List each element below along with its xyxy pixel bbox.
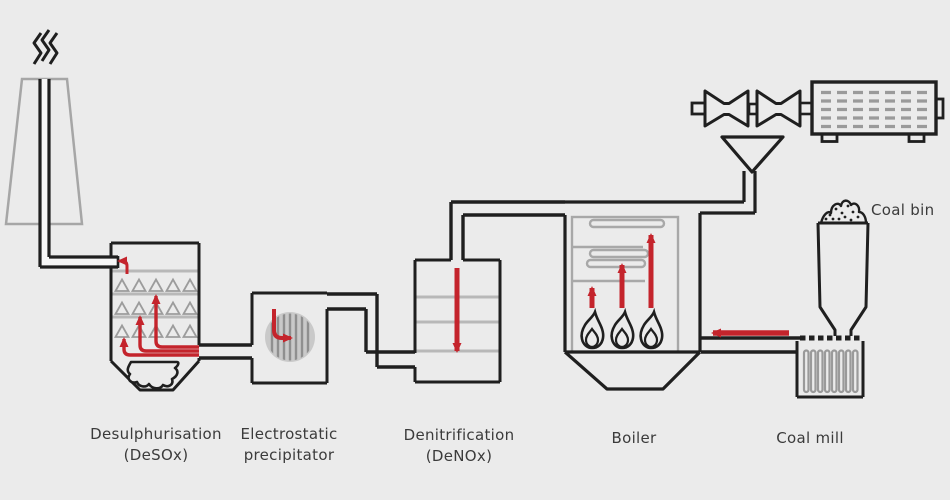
desulphurisation-unit (109, 241, 201, 392)
desox-hopper (109, 359, 201, 392)
esp-denox-duct (327, 292, 415, 369)
sludge-blob (126, 360, 180, 390)
coal-mill (795, 335, 865, 399)
denox-inlet-pipe (449, 202, 465, 260)
grinder-elements (802, 349, 859, 394)
label-electrostatic-line2: precipitator (243, 446, 335, 464)
label-electrostatic-precipitator: Electrostatic precipitator (240, 424, 337, 466)
label-desulphurisation-line2: (DeSOx) (123, 446, 189, 464)
boiler-flow-arrows (587, 233, 656, 308)
denitrification-unit (413, 202, 502, 384)
boiler-denox-duct (451, 200, 565, 217)
burner-flames (580, 307, 664, 350)
desulphurisation-flow-arrows (117, 256, 199, 357)
label-electrostatic-line1: Electrostatic (240, 425, 338, 443)
coal-heap-icon (819, 199, 868, 225)
coal-speckles (824, 204, 860, 222)
label-boiler: Boiler (611, 429, 657, 447)
label-denitrification-line2: (DeNOx) (425, 447, 493, 465)
esp-flow-arrow (272, 309, 293, 343)
electrostatic-precipitator (250, 291, 415, 385)
steam-funnel (700, 135, 785, 215)
boiler-hopper (563, 350, 702, 391)
flame-icon (610, 307, 635, 350)
label-coal-mill: Coal mill (776, 429, 844, 447)
esp-desox-duct (199, 343, 252, 360)
flue-exit-arrow (117, 256, 129, 274)
label-coal-bin: Coal bin (871, 201, 935, 219)
flame-icon (639, 307, 664, 350)
turbine-icon (755, 89, 802, 128)
flame-icon (580, 307, 605, 350)
smoke-icon (32, 29, 59, 65)
coal-bin (816, 199, 870, 336)
chimney (4, 77, 120, 269)
label-denitrification-line1: Denitrification (403, 426, 515, 444)
boiler (563, 200, 702, 391)
heat-exchanger-bars (572, 218, 666, 283)
chimney-flue-pipe (40, 79, 118, 267)
turbine-shaft-stub (690, 101, 707, 116)
coal-feed-duct (701, 328, 800, 354)
label-desulphurisation: Desulphurisation (DeSOx) (90, 424, 222, 466)
turbine-generator (690, 80, 945, 143)
generator-icon (810, 80, 945, 143)
label-denitrification: Denitrification (DeNOx) (404, 425, 515, 467)
absorber-packing (113, 277, 199, 338)
turbine-icon (703, 89, 750, 128)
label-desulphurisation-line1: Desulphurisation (90, 425, 222, 443)
